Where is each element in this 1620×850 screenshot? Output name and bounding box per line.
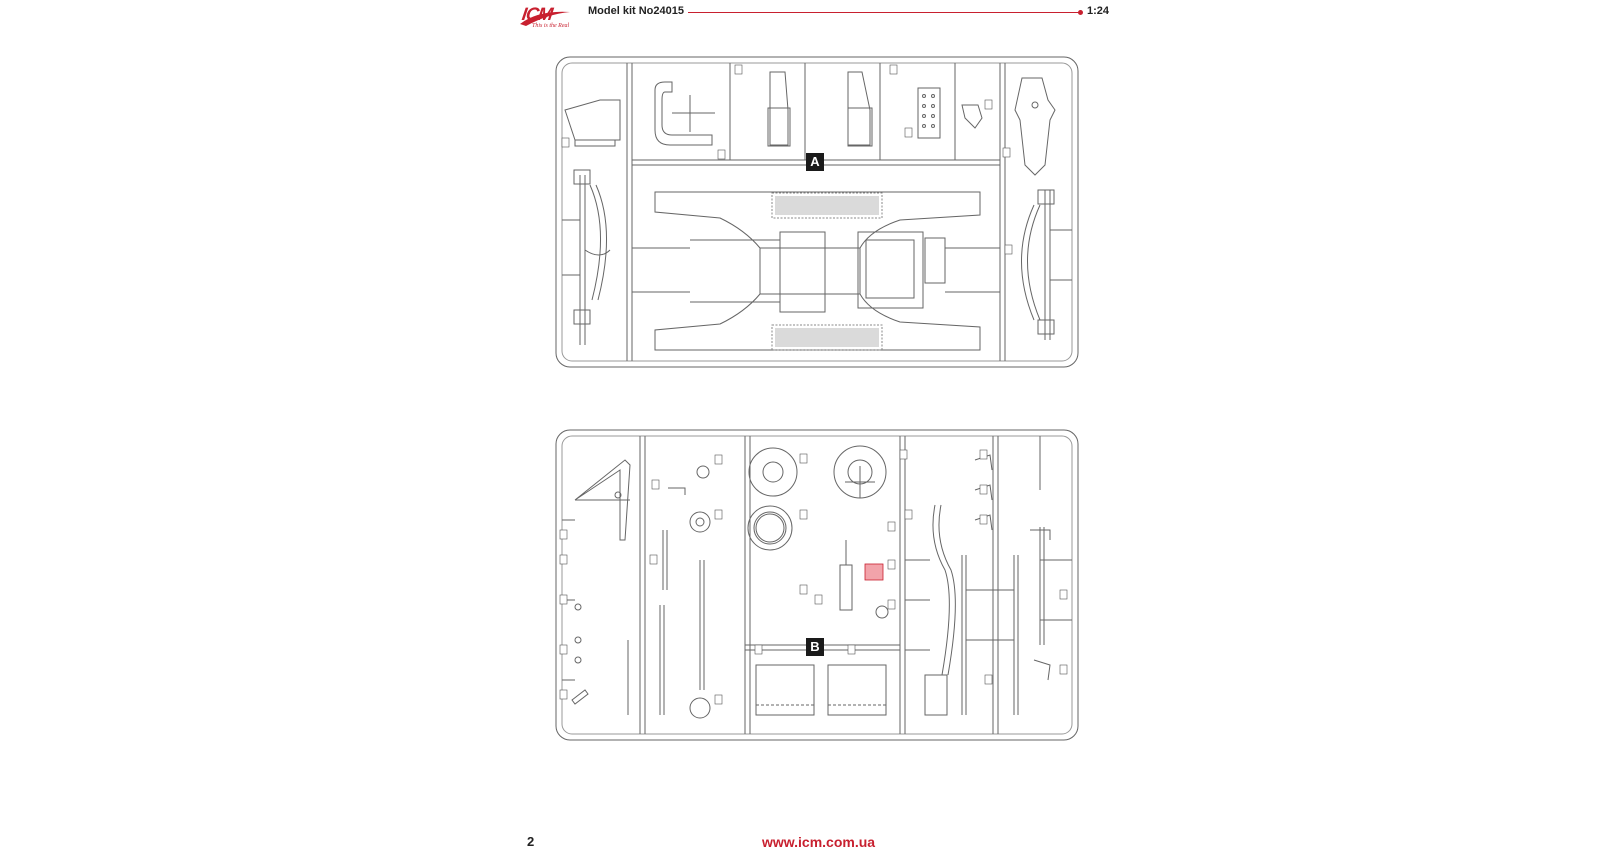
header-rule-dot [1078, 10, 1083, 15]
sprue-a-frame-inner [561, 62, 1073, 362]
brand-tagline: This is the Real [532, 23, 570, 29]
page-header: ICM This is the Real Model kit No24015 1… [0, 0, 1620, 30]
sprue-b-label: B [806, 638, 824, 656]
highlighted-part-marker [864, 563, 884, 581]
header-rule [688, 12, 1082, 13]
kit-scale: 1:24 [1087, 5, 1110, 17]
sprue-b-frame [555, 429, 1079, 741]
kit-title: Model kit No24015 [588, 5, 684, 17]
sprue-a-diagram [555, 56, 1079, 368]
sprue-a-treadplates [775, 196, 879, 347]
icm-logo-icon [520, 11, 570, 26]
sprue-b-diagram [555, 429, 1079, 741]
sprue-a-label: A [806, 153, 824, 171]
sprue-a-frame [555, 56, 1079, 368]
website-link[interactable]: www.icm.com.ua [762, 834, 876, 850]
page-number: 2 [527, 834, 535, 849]
